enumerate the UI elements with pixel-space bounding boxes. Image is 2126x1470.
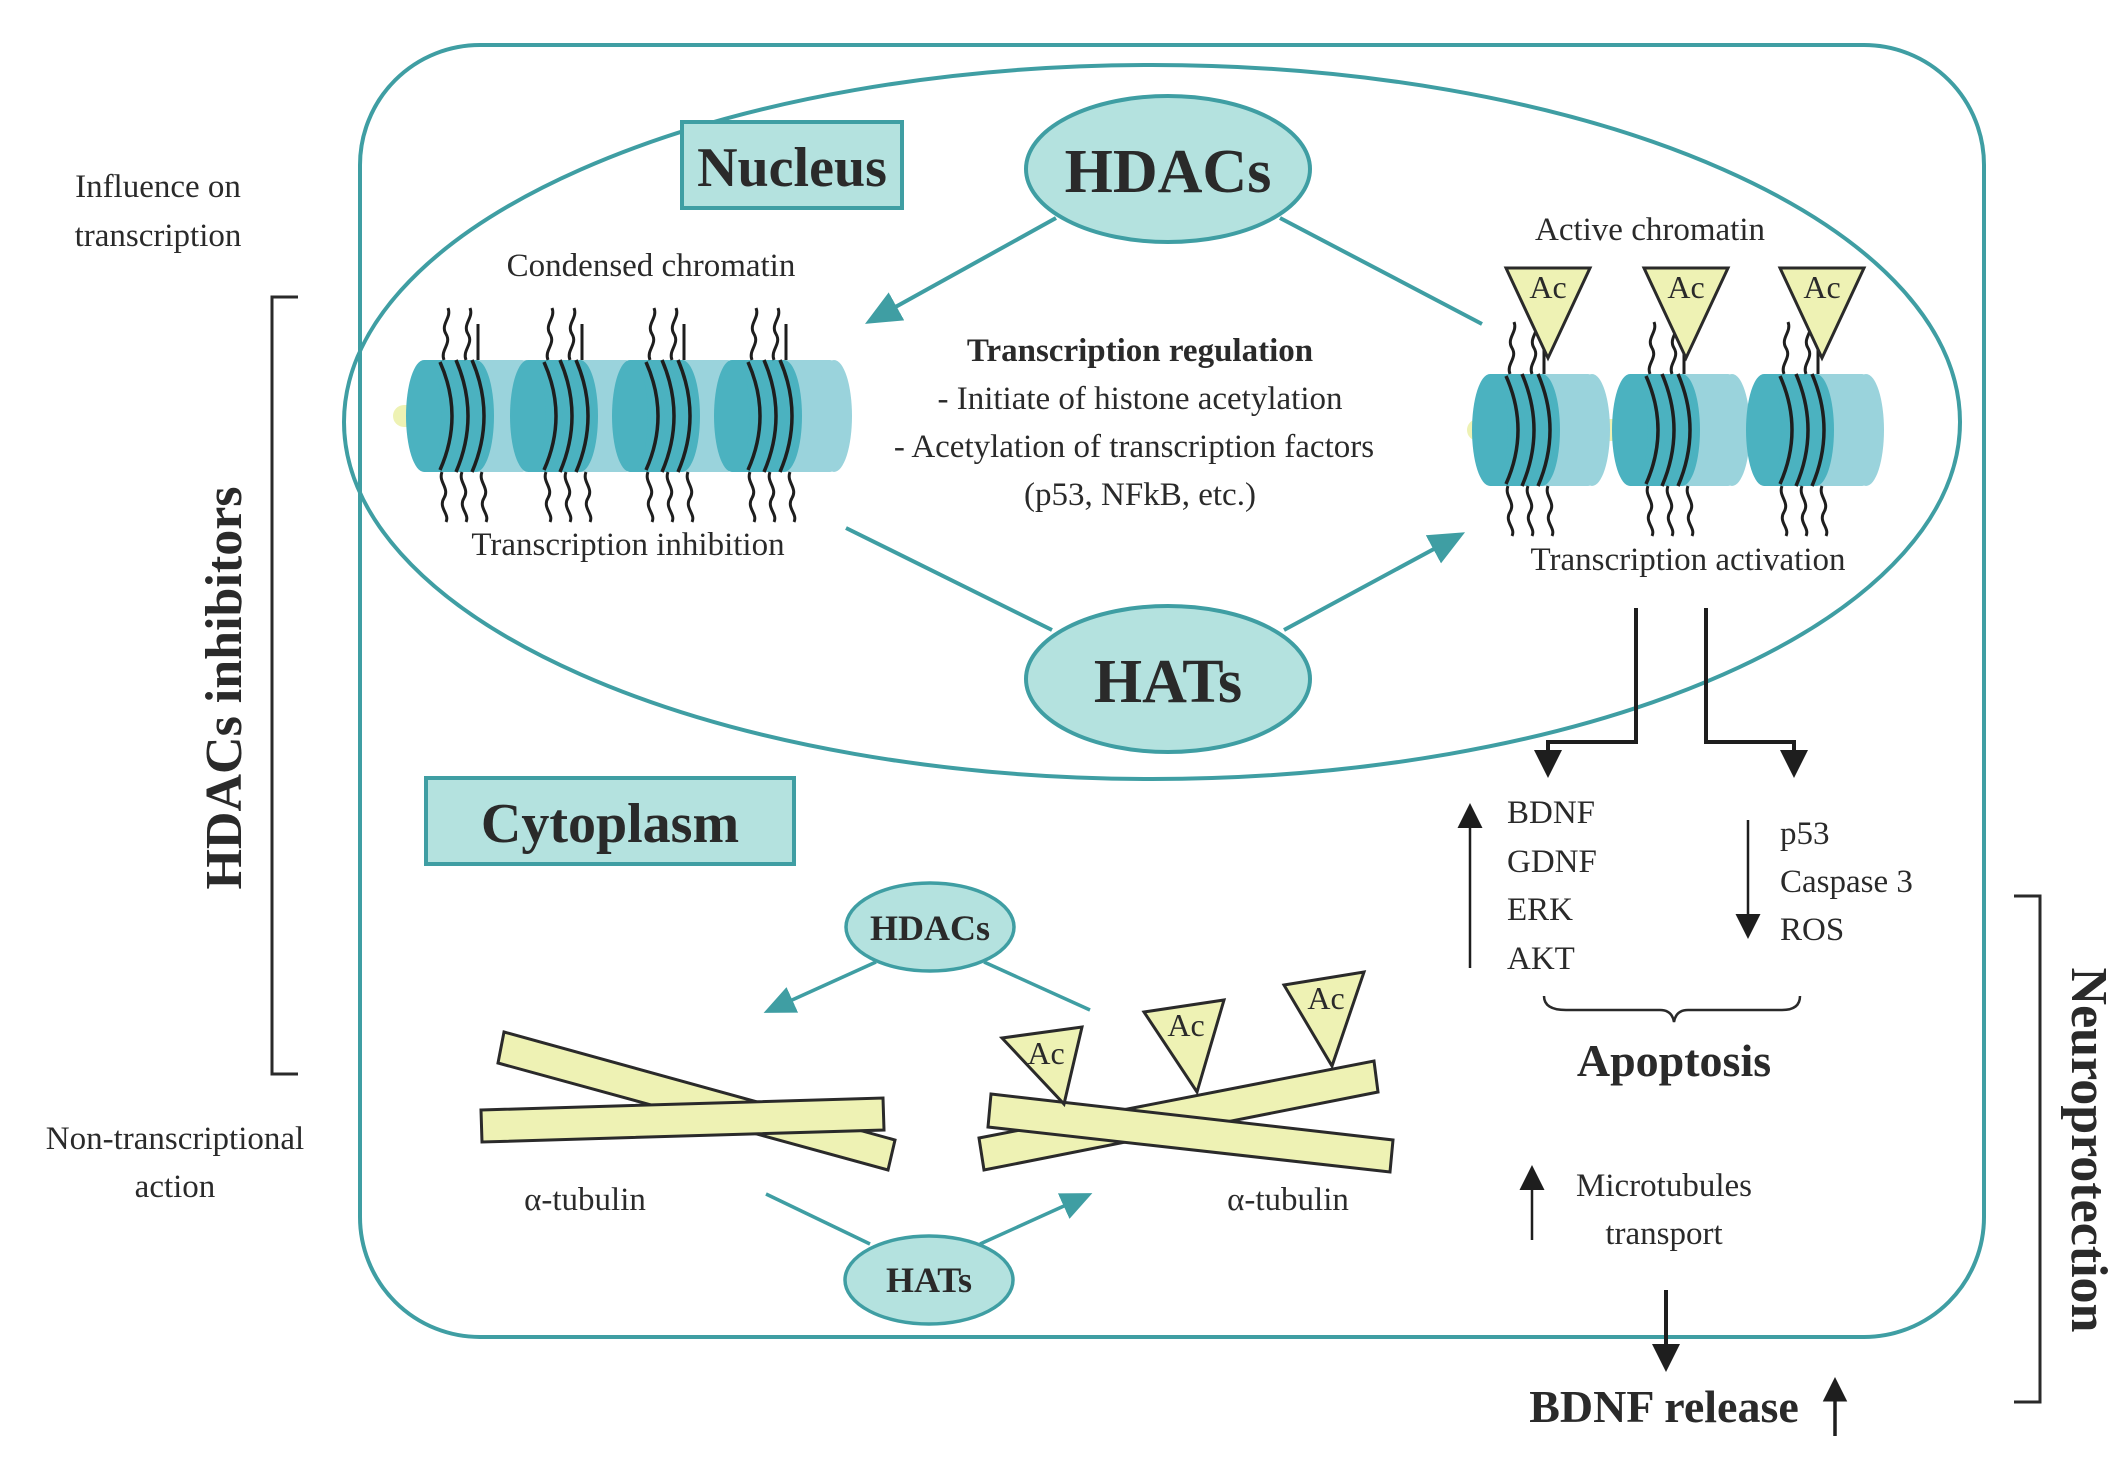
cyto-ac-text-2: Ac <box>1167 1007 1204 1043</box>
active-nucleosome-3 <box>1744 320 1886 538</box>
cytoplasm-title-box <box>424 776 796 866</box>
tubulin-right-label: α-tubulin <box>1227 1182 1349 1218</box>
active-ac-text-2: Ac <box>1667 269 1704 305</box>
up-item-1: BDNF <box>1507 795 1595 831</box>
influence-label-line1: Influence on <box>75 169 241 205</box>
regulation-line3: (p53, NFkB, etc.) <box>1024 477 1256 513</box>
hats-to-active-arrow <box>1283 532 1466 632</box>
active-nucleosome-2 <box>1610 320 1752 538</box>
hats-nucleus-oval <box>1024 604 1312 754</box>
cytoplasm-title: Cytoplasm <box>481 793 739 855</box>
cyto-ac-text-3: Ac <box>1307 980 1344 1016</box>
inhibition-to-hats-line <box>845 526 1053 632</box>
hdacs-cytoplasm-oval <box>844 881 1016 973</box>
right-bracket <box>2014 894 2042 1404</box>
up-item-4: AKT <box>1507 941 1575 977</box>
nucleus-title: Nucleus <box>697 137 887 199</box>
hdacs-to-condensed-arrow <box>865 216 1057 324</box>
left-bracket <box>270 295 298 1076</box>
cell-outline <box>358 43 1986 1339</box>
microtubules-label-line2: transport <box>1605 1216 1722 1252</box>
regulation-title: Transcription regulation <box>967 333 1313 369</box>
hats-cytoplasm-label: HATs <box>886 1260 972 1300</box>
nucleus-title-box <box>680 120 904 210</box>
down-item-3: ROS <box>1780 912 1844 948</box>
transcription-inhibition-label: Transcription inhibition <box>471 527 784 563</box>
hdacs-inhibitors-label: HDACs inhibitors <box>196 486 253 889</box>
up-item-2: GDNF <box>1507 844 1597 880</box>
apoptosis-brace <box>1542 995 1802 1023</box>
tubulin-right-rod-2 <box>986 1092 1395 1174</box>
cyto-ac-text-1: Ac <box>1027 1035 1064 1071</box>
condensed-chromatin-label: Condensed chromatin <box>507 248 796 284</box>
active-to-hdacs-line <box>1279 216 1483 326</box>
nucleus-outline <box>342 63 1962 781</box>
hats-cytoplasm-oval <box>843 1234 1015 1326</box>
active-ac-text-1: Ac <box>1529 269 1566 305</box>
cyto-ac-tag-1 <box>998 1025 1084 1108</box>
down-item-2: Caspase 3 <box>1780 864 1913 900</box>
regulation-line1: - Initiate of histone acetylation <box>937 381 1342 417</box>
hdacs-nucleus-label: HDACs <box>1065 138 1272 206</box>
condensed-nucleosome-4 <box>712 306 854 524</box>
apoptosis-label: Apoptosis <box>1577 1035 1771 1086</box>
hdacs-nucleus-oval <box>1024 94 1312 244</box>
cyto-ac-tag-2 <box>1141 998 1227 1096</box>
up-item-3: ERK <box>1507 892 1573 928</box>
active-nucleosome-1 <box>1470 320 1612 538</box>
influence-label-line2: transcription <box>75 218 242 254</box>
hats-nucleus-label: HATs <box>1094 648 1242 716</box>
arrow-to-up-list <box>1534 608 1638 778</box>
hdacs-cytoplasm-label: HDACs <box>870 908 990 948</box>
cyto-hdacs-line <box>983 960 1091 1012</box>
nontranscriptional-label-line1: Non-transcriptional <box>46 1121 304 1157</box>
bdnf-release-label: BDNF release <box>1529 1381 1799 1432</box>
regulation-line2: - Acetylation of transcription factors <box>894 429 1374 465</box>
active-ac-text-3: Ac <box>1803 269 1840 305</box>
microtubules-label-line1: Microtubules <box>1576 1168 1752 1204</box>
cyto-hats-line <box>765 1192 871 1246</box>
transcription-activation-label: Transcription activation <box>1531 542 1846 578</box>
tubulin-left-rod-2 <box>479 1096 886 1144</box>
cyto-ac-tag-3 <box>1281 970 1367 1070</box>
arrow-to-down-list <box>1704 608 1808 778</box>
nontranscriptional-label-line2: action <box>135 1169 216 1205</box>
tubulin-left-label: α-tubulin <box>524 1182 646 1218</box>
cyto-hats-arrow <box>979 1193 1093 1246</box>
neuroprotection-label: Neuroprotection <box>2060 968 2117 1333</box>
active-chromatin-label: Active chromatin <box>1535 212 1765 248</box>
down-item-1: p53 <box>1780 816 1830 852</box>
cyto-hdacs-arrow <box>763 960 877 1013</box>
